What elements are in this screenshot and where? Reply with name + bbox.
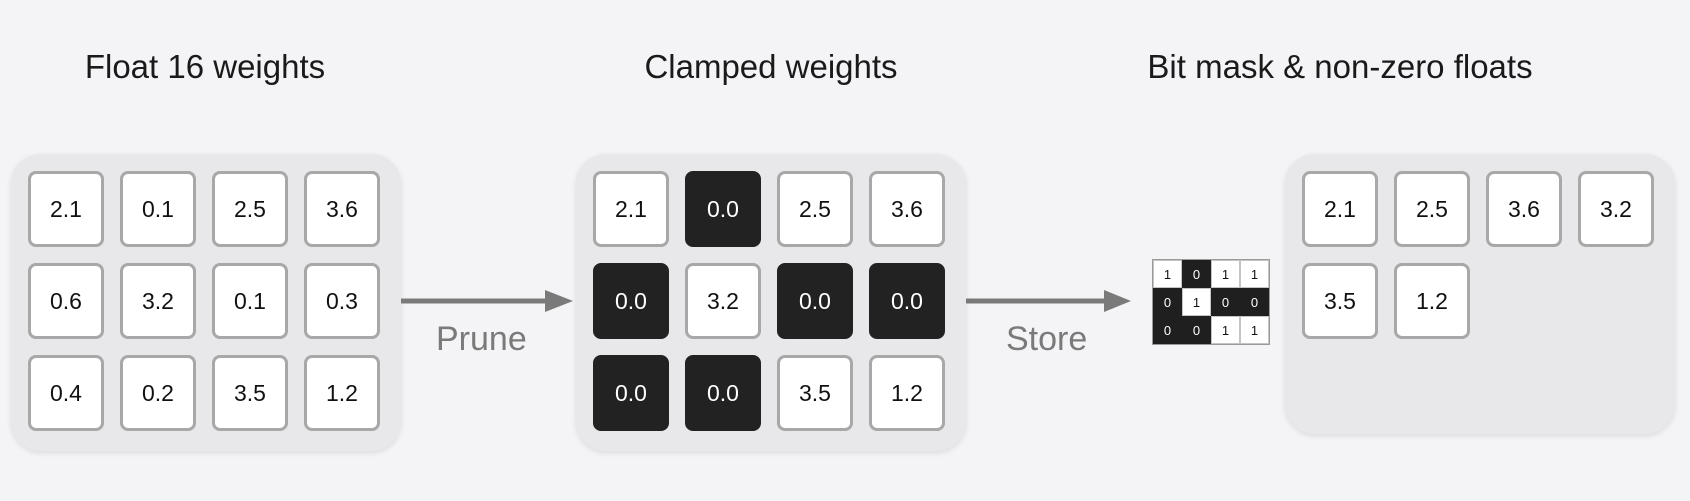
bit-mask-cell: 0	[1182, 260, 1211, 288]
clamped-weight-cell: 2.5	[777, 171, 853, 247]
float16-weight-cell: 1.2	[304, 355, 380, 431]
nonzero-float-cell: 1.2	[1394, 263, 1470, 339]
clamped-weight-cell: 3.5	[777, 355, 853, 431]
bit-mask-cell: 1	[1153, 260, 1182, 288]
prune-arrow-icon	[401, 290, 573, 312]
clamped-weight-cell: 0.0	[685, 171, 761, 247]
nonzero-float-cell: 2.1	[1302, 171, 1378, 247]
clamped-weight-cell: 3.6	[869, 171, 945, 247]
store-arrow-icon	[966, 290, 1131, 312]
clamped-weight-cell: 3.2	[685, 263, 761, 339]
float16-weight-cell: 0.6	[28, 263, 104, 339]
clamped-weight-cell: 0.0	[869, 263, 945, 339]
float16-weight-cell: 3.5	[212, 355, 288, 431]
bit-mask-cell: 0	[1240, 288, 1269, 316]
nonzero-float-cell: 3.6	[1486, 171, 1562, 247]
bit-mask-cell: 1	[1182, 288, 1211, 316]
nonzero-float-cell: 3.2	[1578, 171, 1654, 247]
float16-weight-cell: 0.3	[304, 263, 380, 339]
float16-weight-cell: 3.6	[304, 171, 380, 247]
float16-weight-cell: 0.1	[120, 171, 196, 247]
bit-mask-cell: 0	[1153, 288, 1182, 316]
clamped-weight-cell: 0.0	[685, 355, 761, 431]
prune-label: Prune	[436, 320, 527, 358]
clamped-weight-cell: 2.1	[593, 171, 669, 247]
float16-weight-cell: 2.1	[28, 171, 104, 247]
float16-weight-cell: 0.2	[120, 355, 196, 431]
float16-weight-cell: 2.5	[212, 171, 288, 247]
clamped-weight-cell: 0.0	[593, 263, 669, 339]
store-label: Store	[1006, 320, 1088, 358]
bit-mask-cell: 1	[1211, 316, 1240, 344]
title-float16-weights: Float 16 weights	[84, 48, 326, 85]
clamped-weight-cell: 0.0	[593, 355, 669, 431]
title-clamped-weights: Clamped weights	[644, 48, 898, 85]
nonzero-float-cell: 2.5	[1394, 171, 1470, 247]
nonzero-float-cell: 3.5	[1302, 263, 1378, 339]
title-bitmask-nonzero-floats: Bit mask & non-zero floats	[1147, 48, 1533, 85]
bit-mask-cell: 0	[1182, 316, 1211, 344]
bit-mask-cell: 1	[1240, 316, 1269, 344]
bit-mask-cell: 0	[1211, 288, 1240, 316]
clamped-weight-cell: 1.2	[869, 355, 945, 431]
clamped-weight-cell: 0.0	[777, 263, 853, 339]
bit-mask-cell: 1	[1211, 260, 1240, 288]
float16-weight-cell: 3.2	[120, 263, 196, 339]
bit-mask-cell: 0	[1153, 316, 1182, 344]
bit-mask-cell: 1	[1240, 260, 1269, 288]
float16-weight-cell: 0.4	[28, 355, 104, 431]
float16-weight-cell: 0.1	[212, 263, 288, 339]
